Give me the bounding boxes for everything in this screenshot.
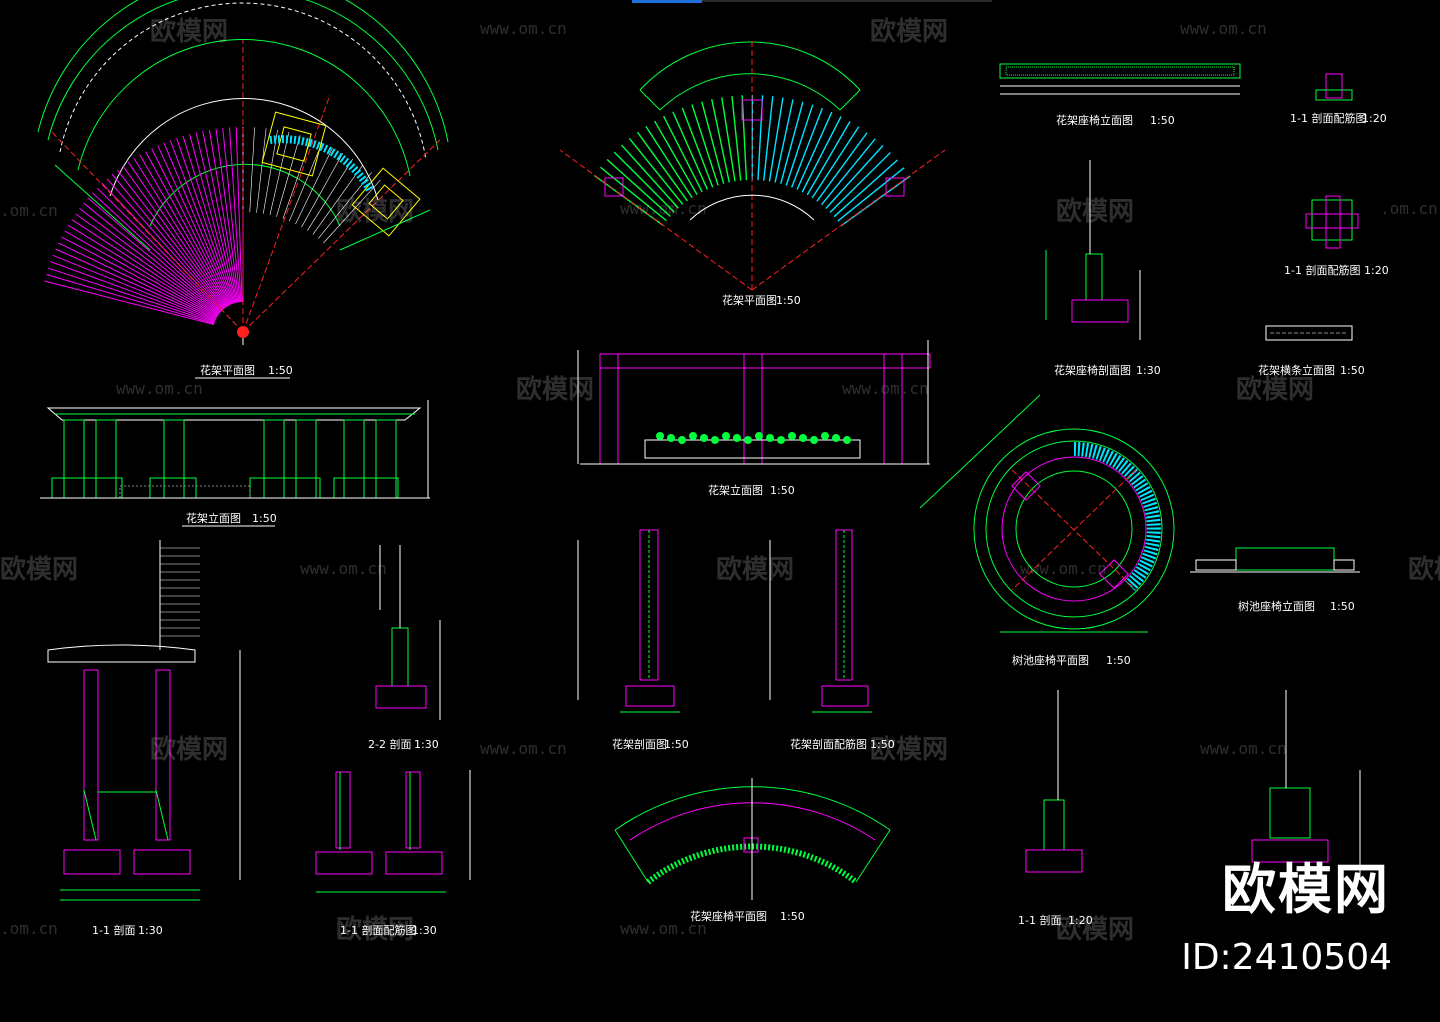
watermark-url: www.om.cn <box>1020 559 1107 578</box>
watermark-brand: 欧模网 <box>1236 374 1314 405</box>
watermark-url: www.om.cn <box>1200 739 1287 758</box>
seat-plan-title: 花架座椅平面图 <box>690 909 767 923</box>
detail-1-1-b-title: 1-1 剖面配筋图 <box>1284 263 1360 277</box>
section-2-2-drawing <box>375 545 441 720</box>
seat-elevation-title: 花架座椅立面图 <box>1056 113 1133 127</box>
seat-section-drawing <box>1045 160 1141 340</box>
section-1-1-detail-scale: 1:30 <box>412 924 437 937</box>
section-2-2-title: 2-2 剖面 <box>368 737 411 751</box>
watermark-url: www.om.cn <box>480 739 567 758</box>
frame-section-title: 花架剖面图 <box>612 737 667 751</box>
section-1-1-detail-title: 1-1 剖面配筋图 <box>340 923 416 937</box>
seat-elevation-scale: 1:50 <box>1150 114 1175 127</box>
flower-frame-elevation <box>40 400 430 499</box>
frame-section-scale: 1:50 <box>664 738 689 751</box>
tree-pool-plan-drawing <box>919 394 1175 633</box>
tree-pool-section-title: 1-1 剖面 <box>1018 913 1061 927</box>
section-1-1-title: 1-1 剖面 <box>92 923 135 937</box>
section-1-1-scale: 1:30 <box>138 924 163 937</box>
center-flower-plan <box>559 40 946 291</box>
watermark-brand: 欧模网 <box>150 734 228 765</box>
watermark-brand: 欧模网 <box>0 554 78 585</box>
detail-1-1-b-scale: 1:20 <box>1364 264 1389 277</box>
tree-pool-elevation-title: 树池座椅立面图 <box>1238 599 1315 613</box>
window-tab-strip <box>702 0 992 2</box>
detail-1-1-b-drawing <box>1305 195 1359 249</box>
watermark-brand: 欧模网 <box>716 554 794 585</box>
detail-1-1-scale: 1:20 <box>1362 112 1387 125</box>
tree-pool-elevation-scale: 1:50 <box>1330 600 1355 613</box>
detail-1-1-title: 1-1 剖面配筋图 <box>1290 111 1366 125</box>
section-1-1-detail-drawing <box>315 770 471 893</box>
section-2-2-scale: 1:30 <box>414 738 439 751</box>
frame-section-detail-drawing <box>769 529 872 713</box>
watermark-brand: 欧模网 <box>870 734 948 765</box>
flower-frame-elevation-scale: 1:50 <box>252 512 277 525</box>
watermark-brand: 欧模网 <box>516 374 594 405</box>
watermark-url: www.om.cn <box>116 379 203 398</box>
detail-1-1-drawing <box>1315 73 1353 101</box>
watermark-url: .om.cn <box>0 919 58 938</box>
watermark-layer: 欧模网 www.om.cn 欧模网 www.om.cn .om.cn 欧模网 w… <box>0 16 1440 945</box>
watermark-brand: 欧模网 <box>336 196 414 227</box>
seat-section-title: 花架座椅剖面图 <box>1054 363 1131 377</box>
watermark-brand: 欧模网 <box>1408 554 1440 585</box>
beam-elevation-scale: 1:50 <box>1340 364 1365 377</box>
section-1-1-drawing <box>47 540 241 901</box>
watermark-brand: 欧模网 <box>150 16 228 47</box>
center-plan-scale: 1:50 <box>776 294 801 307</box>
tree-pool-plan-scale: 1:50 <box>1106 654 1131 667</box>
watermark-url: .om.cn <box>1380 199 1438 218</box>
watermark-url: www.om.cn <box>1180 19 1267 38</box>
flower-frame-plan-scale: 1:50 <box>268 364 293 377</box>
center-elevation-scale: 1:50 <box>770 484 795 497</box>
flower-frame-plan-title: 花架平面图 <box>200 364 255 377</box>
watermark-brand: 欧模网 <box>1056 196 1134 227</box>
seat-plan-drawing <box>614 778 891 900</box>
tree-pool-section-scale: 1:20 <box>1068 914 1093 927</box>
seat-section-scale: 1:30 <box>1136 364 1161 377</box>
watermark-id-label: ID:2410504 <box>1181 937 1392 978</box>
watermark-url: www.om.cn <box>480 19 567 38</box>
watermark-brand-large: 欧模网 <box>1222 858 1390 921</box>
beam-elevation-drawing <box>1265 325 1353 341</box>
frame-section-detail-title: 花架剖面配筋图 <box>790 737 867 751</box>
frame-section-drawing <box>577 529 680 713</box>
beam-elevation-title: 花架横条立面图 <box>1258 363 1335 377</box>
frame-section-detail-scale: 1:50 <box>870 738 895 751</box>
flower-frame-plan-fan <box>37 0 449 345</box>
watermark-brand: 欧模网 <box>1056 914 1134 945</box>
watermark-url: www.om.cn <box>842 379 929 398</box>
tree-pool-elevation-drawing <box>1190 547 1360 573</box>
seat-plan-scale: 1:50 <box>780 910 805 923</box>
center-plan-title: 花架平面图 <box>722 294 777 307</box>
tree-pool-plan-title: 树池座椅平面图 <box>1012 653 1089 667</box>
watermark-url: www.om.cn <box>620 919 707 938</box>
seat-elevation-drawing <box>999 63 1241 95</box>
watermark-brand: 欧模网 <box>870 16 948 47</box>
watermark-url: www.om.cn <box>300 559 387 578</box>
flower-frame-elevation-title: 花架立面图 <box>186 511 241 525</box>
center-flower-elevation <box>577 340 931 465</box>
watermark-url: www.om.cn <box>620 199 707 218</box>
tree-pool-section-drawing <box>1025 690 1361 880</box>
window-tab-indicator <box>632 0 702 3</box>
watermark-brand: 欧模网 <box>336 914 414 945</box>
center-elevation-title: 花架立面图 <box>708 483 763 497</box>
watermark-url: .om.cn <box>0 201 58 220</box>
